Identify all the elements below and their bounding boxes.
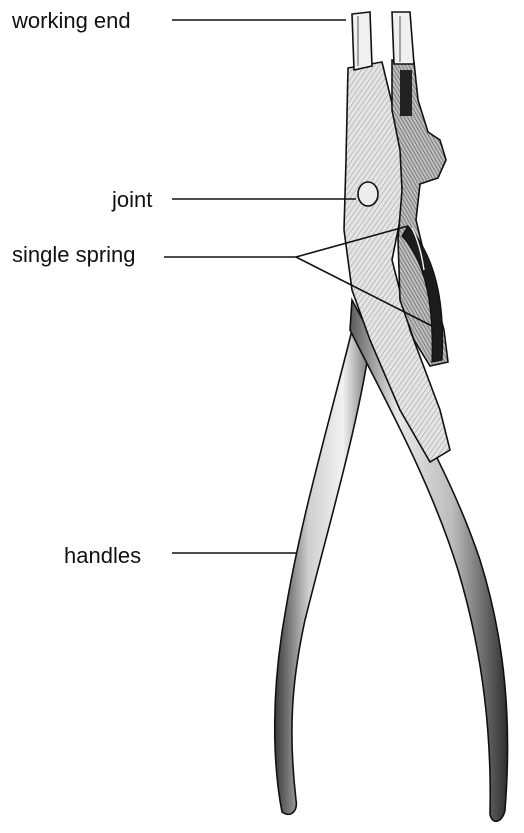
- label-handles: handles: [64, 545, 141, 567]
- label-joint: joint: [112, 189, 152, 211]
- label-working-end: working end: [12, 10, 131, 32]
- working-end-tip-right: [392, 12, 414, 64]
- working-end-tip-left: [352, 12, 372, 70]
- left-handle: [275, 330, 372, 814]
- label-single-spring: single spring: [12, 244, 136, 266]
- joint-pivot: [358, 182, 378, 206]
